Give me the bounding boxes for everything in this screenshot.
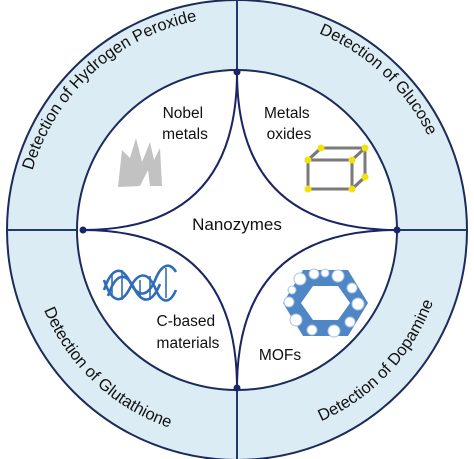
star-tip-right bbox=[393, 226, 401, 234]
quadrant-label-mofs: MOFs bbox=[259, 347, 301, 364]
center-label: Nanozymes bbox=[192, 215, 282, 234]
star-tip-top bbox=[233, 68, 241, 76]
dna-helix-icon bbox=[102, 264, 178, 302]
quadrant-label-noble-metals: Nobel metals bbox=[162, 105, 208, 143]
hexagon-mof-icon bbox=[283, 268, 368, 338]
star-tip-left bbox=[79, 226, 87, 234]
cube-lattice-icon bbox=[304, 144, 369, 193]
quadrant-label-metal-oxides: Metals oxides bbox=[264, 105, 314, 143]
star-tip-bottom bbox=[233, 384, 241, 392]
metal-shards-icon bbox=[118, 138, 162, 187]
quadrant-label-carbon-materials: C-based materials bbox=[157, 313, 220, 352]
